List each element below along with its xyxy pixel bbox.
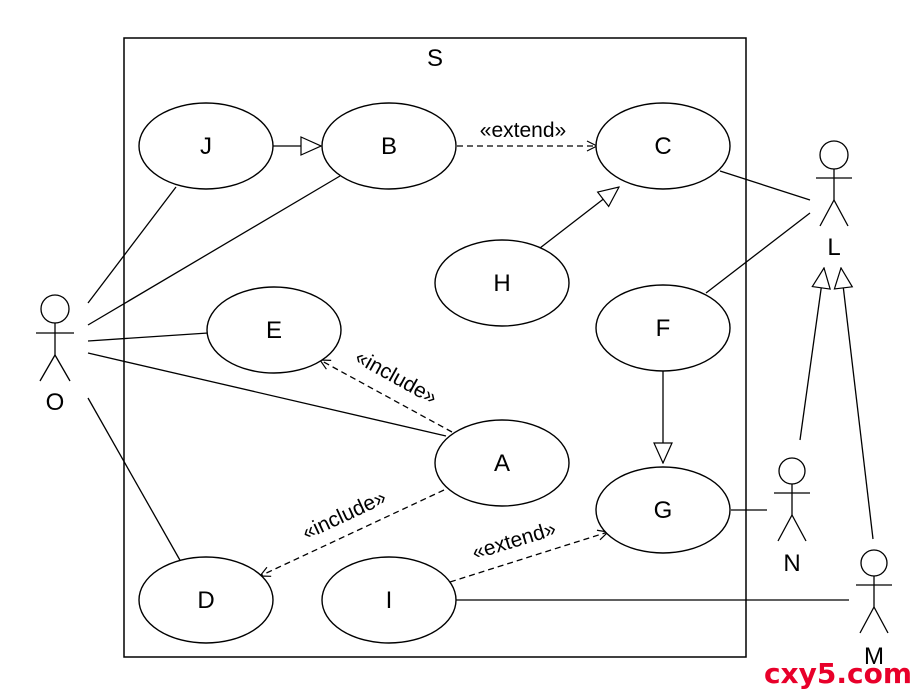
actor-n <box>774 457 810 542</box>
use-case-d <box>138 556 274 644</box>
assoc-o-b <box>87 175 341 326</box>
use-case-g-label: G <box>654 497 673 524</box>
actor-m-head <box>860 549 888 577</box>
assoc-f-l <box>705 212 811 294</box>
include-a-d <box>260 489 445 576</box>
use-case-h-label: H <box>493 270 510 297</box>
assoc-o-e <box>87 332 209 342</box>
actor-o-head <box>40 294 70 324</box>
actor-n-label: N <box>783 550 800 577</box>
assoc-c-l <box>719 170 811 201</box>
use-case-d-label: D <box>197 587 214 614</box>
use-case-f-label: F <box>656 315 671 342</box>
watermark: cxy5.com <box>764 657 912 690</box>
extend-label-b-c: «extend» <box>480 119 566 142</box>
use-case-b-label: B <box>381 133 397 160</box>
system-label: S <box>427 45 443 72</box>
use-case-i <box>321 556 457 644</box>
actor-m-label: M <box>864 643 884 670</box>
use-case-g <box>595 466 731 554</box>
use-case-i-label: I <box>386 587 393 614</box>
system-boundary <box>123 37 747 658</box>
generalization-m-l <box>841 268 874 540</box>
use-case-e-label: E <box>266 317 282 344</box>
use-case-j-label: J <box>200 133 212 160</box>
include-label-a-d: «include» <box>299 486 390 545</box>
actor-o-label: O <box>46 389 65 416</box>
use-case-f <box>595 284 731 372</box>
generalization-n-l <box>799 268 824 441</box>
assoc-o-a <box>87 352 447 437</box>
extend-label-i-g: «extend» <box>469 517 558 564</box>
actor-l-label: L <box>827 234 840 261</box>
use-case-c <box>595 102 731 190</box>
generalization-h-c <box>539 187 619 249</box>
assoc-o-j <box>87 186 177 304</box>
extend-i-g <box>449 532 608 583</box>
actor-m <box>856 549 892 634</box>
use-case-c-label: C <box>654 133 671 160</box>
assoc-o-d <box>87 397 182 563</box>
use-case-h <box>434 239 570 327</box>
use-case-a <box>434 419 570 507</box>
use-case-b <box>321 102 457 190</box>
use-case-e <box>206 286 342 374</box>
include-label-a-e: «include» <box>351 345 441 409</box>
actor-l <box>816 140 852 227</box>
actor-o <box>36 294 74 382</box>
actor-l-head <box>819 140 849 170</box>
include-a-e <box>320 360 453 433</box>
actor-n-head <box>778 457 806 485</box>
use-case-a-label: A <box>494 450 510 477</box>
use-case-j <box>138 102 274 190</box>
